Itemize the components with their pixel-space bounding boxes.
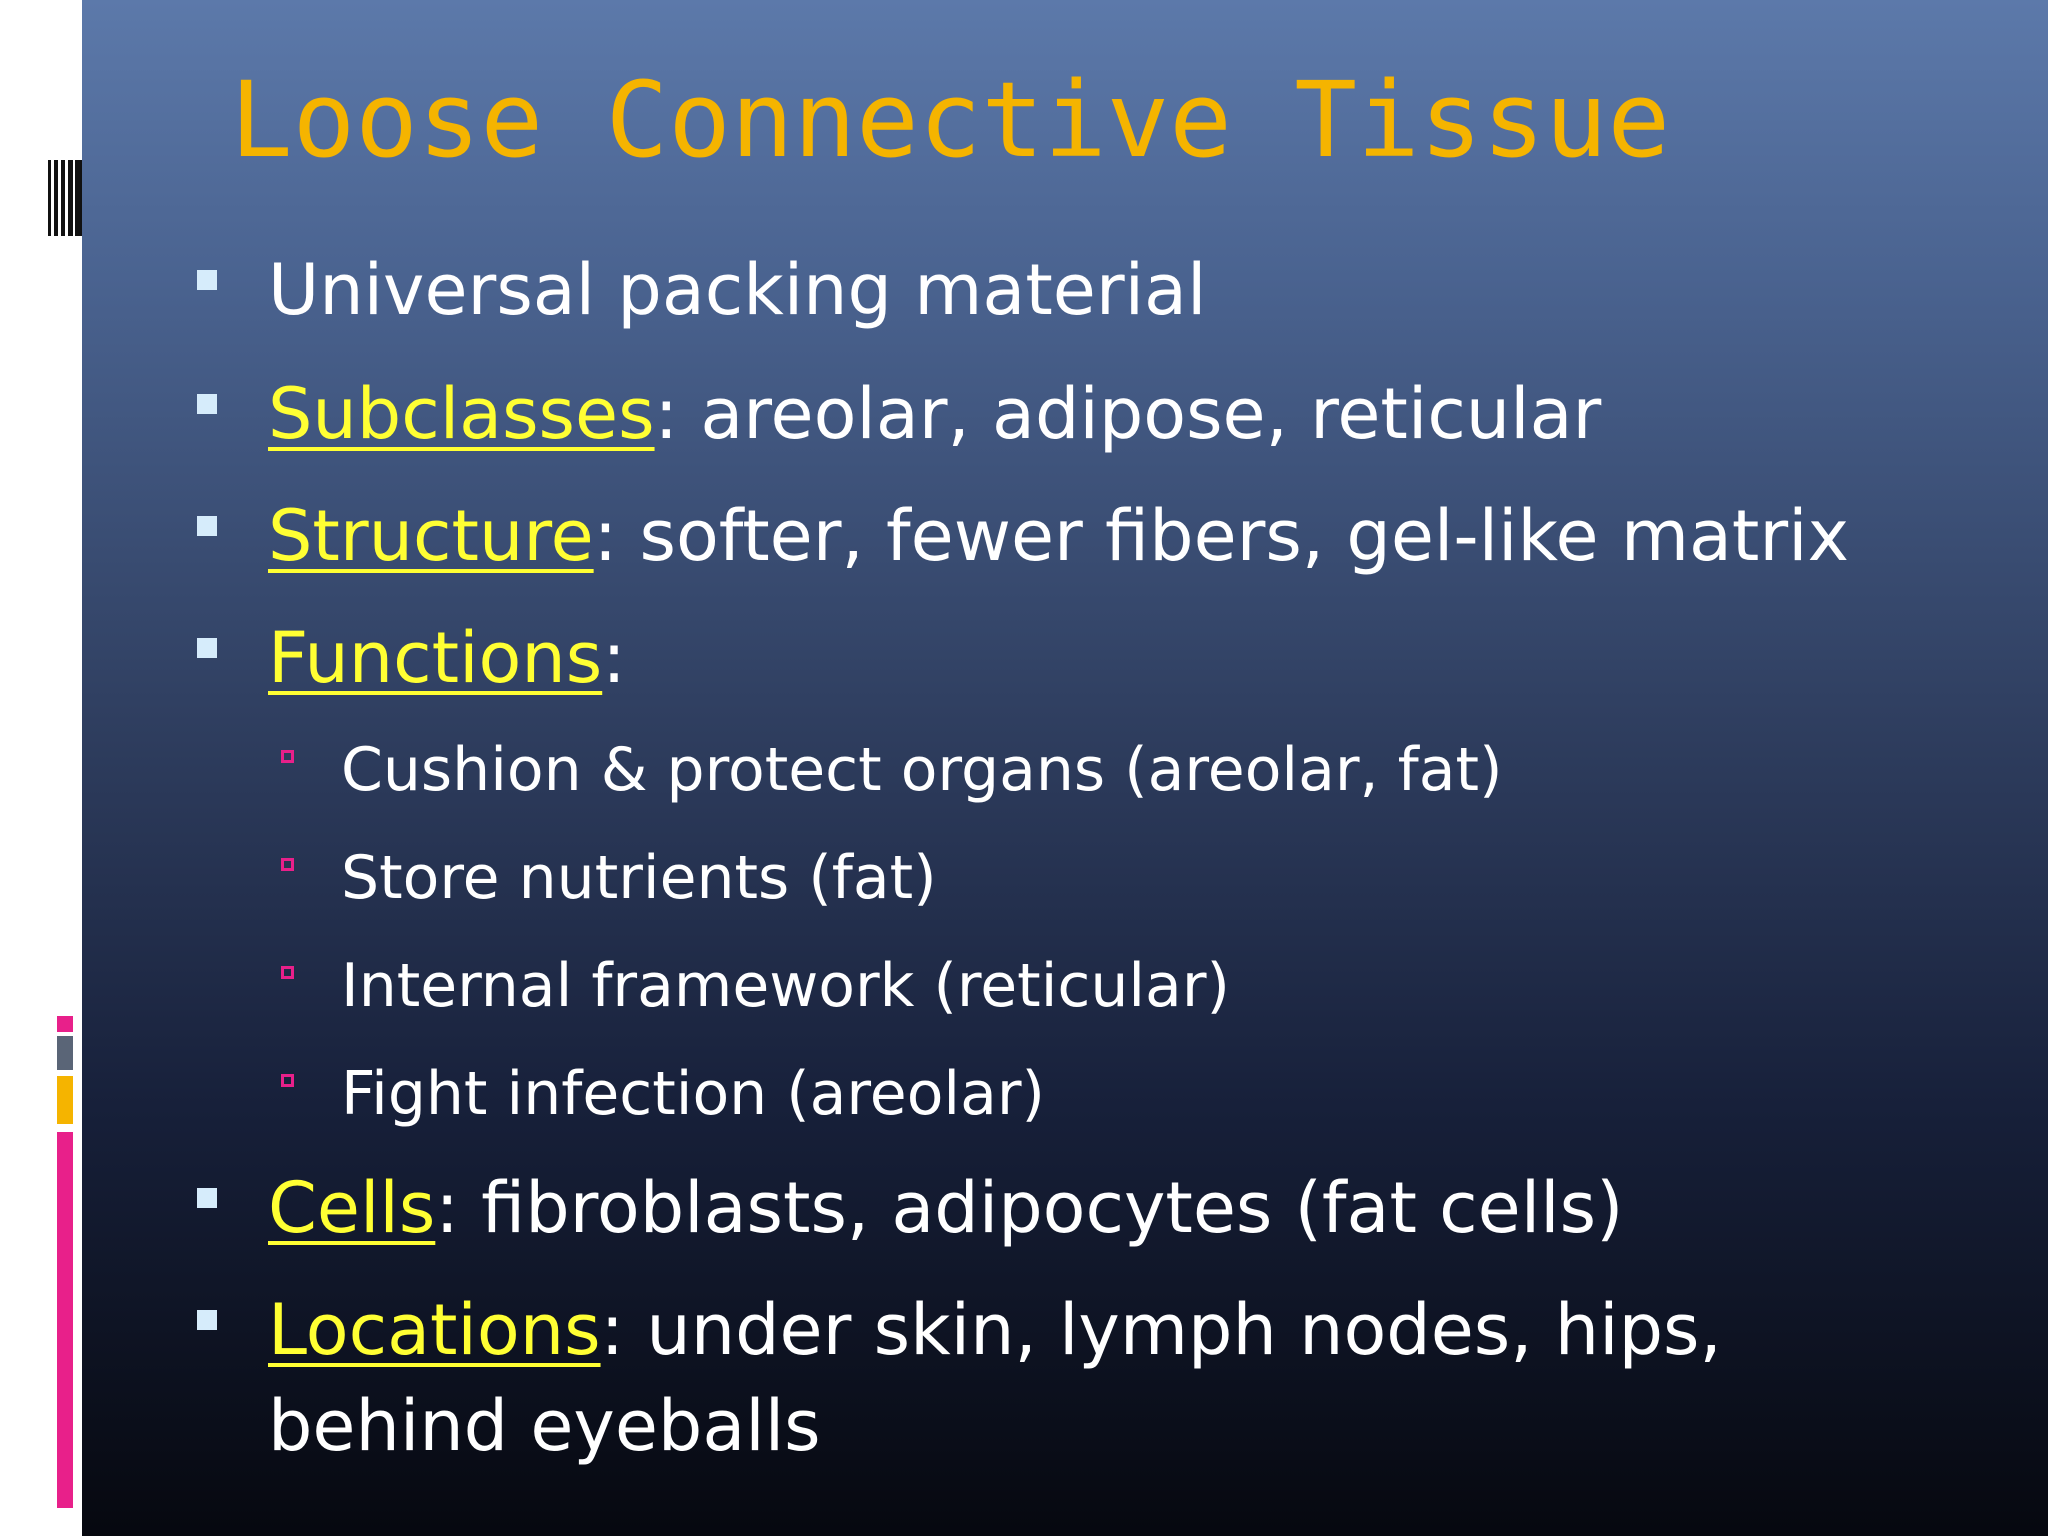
bullet-separator: : <box>602 617 626 699</box>
accent-bar-pink-top <box>57 1016 73 1032</box>
square-bullet-icon <box>197 638 217 658</box>
hollow-square-bullet-icon <box>281 966 294 979</box>
hollow-square-bullet-icon <box>281 750 294 763</box>
bullet-text: fibroblasts, adipocytes (fat cells) <box>458 1167 1624 1249</box>
accent-bar-gray <box>57 1036 73 1070</box>
sub-bullet-text: Fight infection (areolar) <box>341 1059 1045 1129</box>
bullet-label: Subclasses <box>268 373 655 455</box>
accent-bar-gold <box>57 1076 73 1124</box>
square-bullet-icon <box>197 1188 217 1208</box>
bullet-label: Cells <box>268 1167 436 1249</box>
sub-bullet-text: Cushion & protect organs (areolar, fat) <box>341 735 1503 805</box>
bullet-list: Universal packing material Subclasses: a… <box>82 0 2048 1536</box>
bullet-label: Locations <box>268 1289 601 1371</box>
square-bullet-icon <box>197 516 217 536</box>
bullet-separator: : <box>593 495 618 577</box>
accent-bar-pink-long <box>57 1132 73 1508</box>
decorative-vertical-lines <box>48 160 82 236</box>
bullet-separator: : <box>654 373 679 455</box>
square-bullet-icon <box>197 1310 217 1330</box>
slide-title: Loose Connective Tissue <box>230 59 1671 181</box>
bullet-text: areolar, adipose, reticular <box>678 373 1602 455</box>
bullet-text-continuation: behind eyeballs <box>268 1385 821 1467</box>
hollow-square-bullet-icon <box>281 858 294 871</box>
bullet-label: Structure <box>268 495 594 577</box>
bullet-text: Universal packing material <box>268 249 1207 331</box>
bullet-label: Functions <box>268 617 603 699</box>
bullet-separator: : <box>600 1289 625 1371</box>
hollow-square-bullet-icon <box>281 1074 294 1087</box>
slide-left-margin <box>0 0 82 1536</box>
slide: Loose Connective Tissue Universal packin… <box>82 0 2048 1536</box>
bullet-separator: : <box>435 1167 459 1249</box>
sub-bullet-text: Store nutrients (fat) <box>341 843 937 913</box>
bullet-text: under skin, lymph nodes, hips, <box>624 1289 1722 1371</box>
sub-bullet-text: Internal framework (reticular) <box>341 951 1230 1021</box>
square-bullet-icon <box>197 270 217 290</box>
square-bullet-icon <box>197 394 217 414</box>
bullet-text: softer, fewer fibers, gel-like matrix <box>617 495 1850 577</box>
